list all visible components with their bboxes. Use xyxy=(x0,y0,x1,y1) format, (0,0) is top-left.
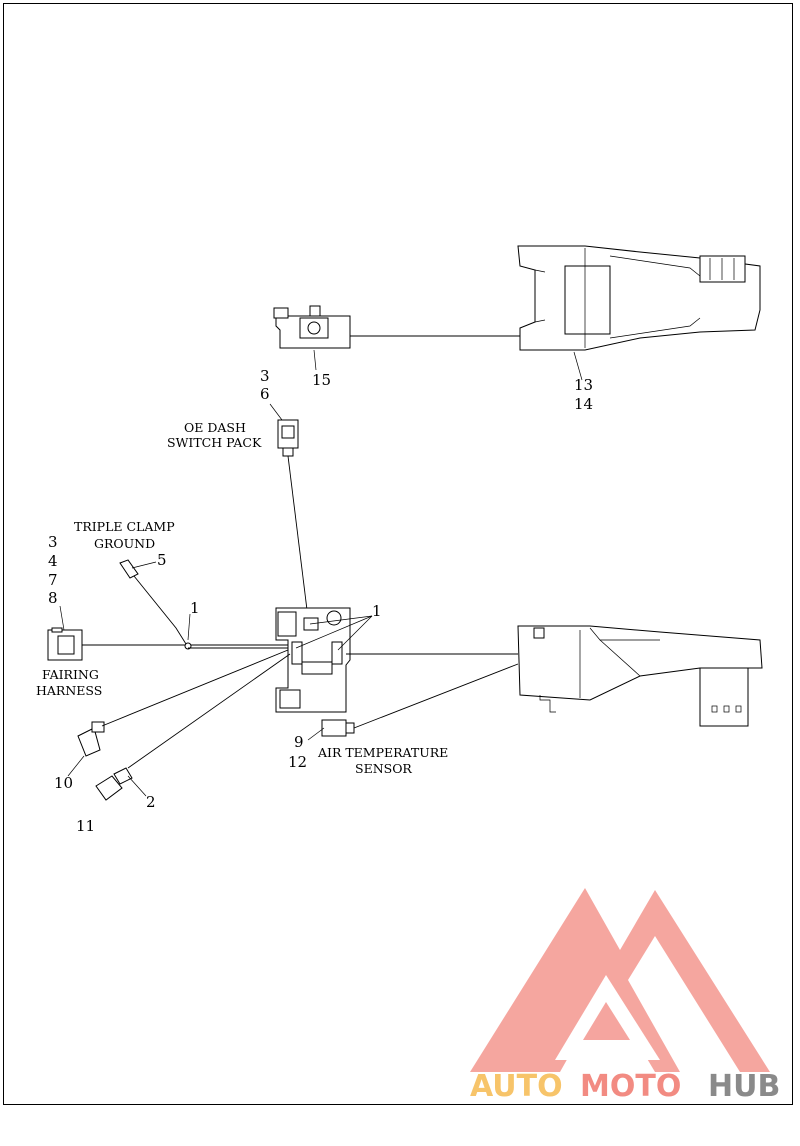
callout-13: 13 xyxy=(574,376,593,394)
callout-7: 7 xyxy=(48,571,58,589)
bracket-15 xyxy=(273,305,351,349)
air-temp-label-2: SENSOR xyxy=(355,761,412,776)
callout-10: 10 xyxy=(54,774,73,792)
oe-dash-label-1: OE DASH xyxy=(184,420,246,435)
callout-1-right: 1 xyxy=(372,602,382,620)
callout-12: 12 xyxy=(288,753,307,771)
leader-lines xyxy=(59,349,583,797)
oe-dash-connector xyxy=(277,419,299,457)
fairing-label-1: FAIRING xyxy=(42,667,99,682)
callout-3-top: 3 xyxy=(260,367,270,385)
air-temp-label-1: AIR TEMPERATURE xyxy=(317,745,448,760)
lower-housing xyxy=(517,625,763,727)
callout-2: 2 xyxy=(146,793,156,811)
watermark-triangle-mark xyxy=(470,888,770,1072)
callout-5: 5 xyxy=(157,551,167,569)
sensor-10 xyxy=(77,721,105,757)
triple-clamp-label-2: GROUND xyxy=(94,536,155,551)
triple-clamp-ground xyxy=(119,559,192,650)
watermark-moto: MOTO xyxy=(580,1069,681,1104)
upper-housing xyxy=(517,245,761,351)
callout-3-left: 3 xyxy=(48,533,58,551)
watermark-auto: AUTO xyxy=(470,1069,563,1104)
callout-15: 15 xyxy=(312,371,331,389)
fairing-connector xyxy=(47,627,83,661)
callout-8: 8 xyxy=(48,589,58,607)
callout-4: 4 xyxy=(48,552,58,570)
watermark-hub: HUB xyxy=(708,1069,780,1104)
callout-14: 14 xyxy=(574,395,593,413)
air-temp-sensor xyxy=(321,719,355,737)
callout-9: 9 xyxy=(294,733,304,751)
callout-6: 6 xyxy=(260,385,270,403)
oe-dash-label-2: SWITCH PACK xyxy=(167,435,262,450)
triple-clamp-label-1: TRIPLE CLAMP xyxy=(74,519,175,534)
sensor-11 xyxy=(95,767,133,801)
drawing-border xyxy=(3,3,793,1105)
callout-1-left: 1 xyxy=(190,599,200,617)
fairing-label-2: HARNESS xyxy=(36,683,102,698)
callout-11: 11 xyxy=(76,817,95,835)
central-bracket xyxy=(275,607,351,713)
watermark-logo xyxy=(470,888,770,1072)
